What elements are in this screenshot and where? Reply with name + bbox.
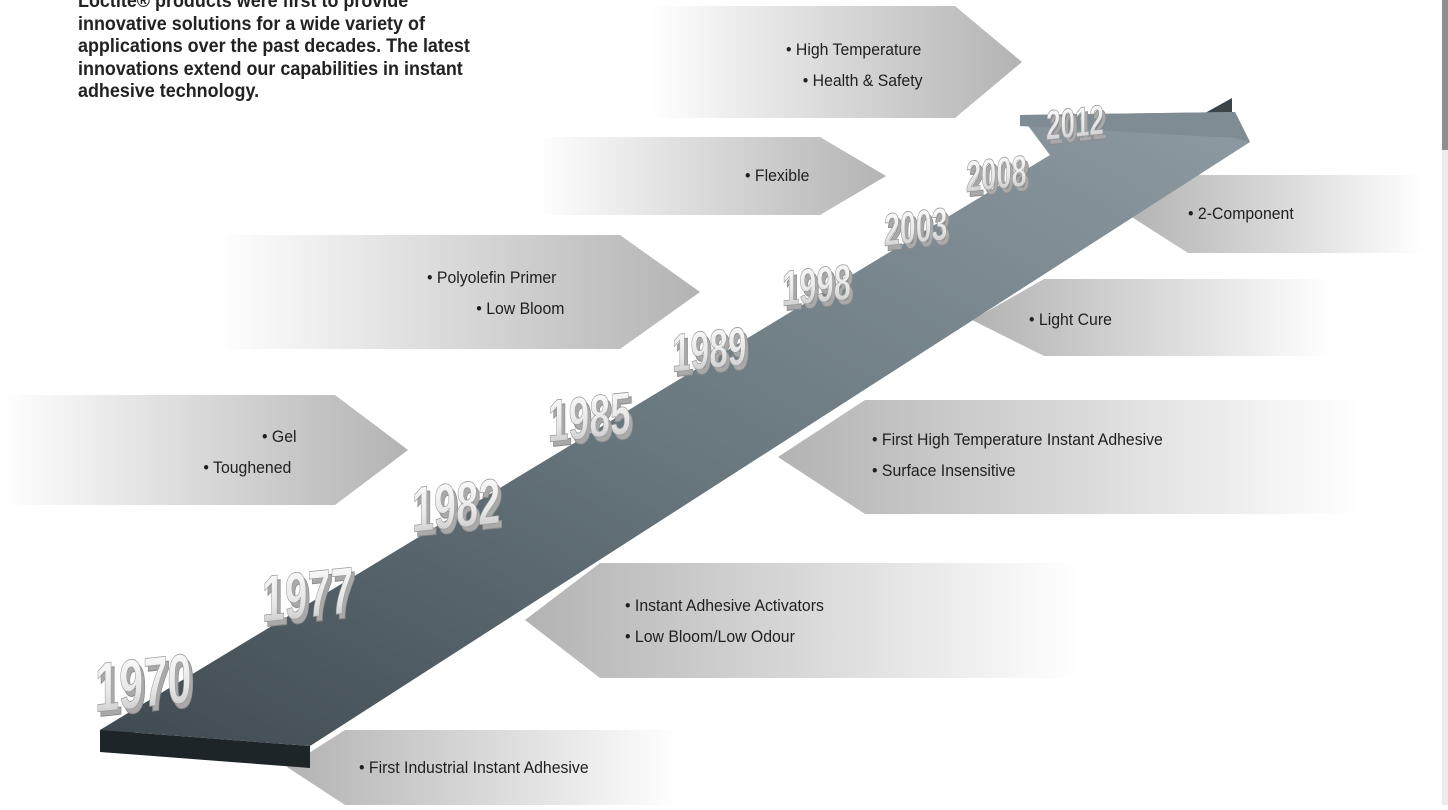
callout-1985-line-1: • First High Temperature Instant Adhesiv… [872, 430, 1163, 449]
year-1985-depth: 1985 [551, 384, 634, 460]
year-1998-label: 1998 [782, 253, 851, 317]
callout-1970-line-1: • First Industrial Instant Adhesive [359, 758, 589, 777]
callout-2012: • High Temperature • Health & Safety [786, 34, 923, 96]
year-2008-depth: 2008 [969, 151, 1030, 207]
year-1982-depth: 1982 [415, 471, 503, 551]
year-1977-label: 1977 [262, 552, 353, 636]
year-1970-label: 1970 [95, 639, 192, 727]
callout-1982-line-2: • Toughened [203, 458, 292, 477]
year-1989-label: 1989 [672, 315, 746, 384]
year-1970-depth: 1970 [98, 644, 195, 732]
year-1989-depth: 1989 [675, 320, 749, 389]
intro-paragraph: Loctite® products were first to provide … [78, 0, 470, 102]
callout-2008: • 2-Component [1188, 198, 1294, 229]
callout-arrow-2012 [650, 6, 1022, 118]
callout-arrow-1970 [287, 730, 680, 805]
callout-1982-line-1: • Gel [262, 427, 297, 446]
callout-2008-line-1: • 2-Component [1188, 204, 1294, 223]
callout-2003-line-1: • Flexible [745, 166, 810, 185]
callout-2003: • Flexible [745, 160, 809, 191]
callout-arrow-1982 [0, 395, 408, 505]
callout-1989-line-2: • Low Bloom [476, 299, 565, 318]
track-arrow-head [1020, 112, 1250, 142]
callout-1998-line-1: • Light Cure [1029, 310, 1112, 329]
callout-arrow-2003 [535, 137, 886, 215]
callout-1977: • Instant Adhesive Activators • Low Bloo… [625, 590, 824, 652]
track-front [100, 730, 310, 768]
callout-1982: • Gel • Toughened [203, 421, 297, 483]
track-top [100, 112, 1250, 746]
year-2008-label: 2008 [966, 146, 1027, 202]
scrollbar-thumb[interactable] [1442, 0, 1448, 150]
callout-2012-line-2: • Health & Safety [802, 71, 923, 90]
timeline-track [100, 98, 1250, 768]
callout-2012-line-1: • High Temperature [786, 40, 922, 59]
year-1982-label: 1982 [412, 466, 500, 546]
callout-1989: • Polyolefin Primer • Low Bloom [427, 262, 564, 324]
callout-1977-line-2: • Low Bloom/Low Odour [625, 627, 795, 646]
year-1998-depth: 1998 [785, 258, 854, 322]
callout-arrow-2008 [1127, 175, 1425, 253]
callout-1970: • First Industrial Instant Adhesive [359, 752, 589, 783]
year-2003-depth: 2003 [887, 203, 950, 261]
callout-1985-line-2: • Surface Insensitive [872, 461, 1016, 480]
year-2012-label: 2012 [1046, 97, 1104, 150]
callout-arrows [0, 6, 1425, 805]
callout-1977-line-1: • Instant Adhesive Activators [625, 596, 824, 615]
year-2003-label: 2003 [884, 199, 947, 257]
callout-1998: • Light Cure [1029, 304, 1112, 335]
callout-1985: • First High Temperature Instant Adhesiv… [872, 424, 1163, 486]
year-1977-depth: 1977 [265, 557, 356, 641]
scrollbar-track[interactable] [1442, 0, 1448, 805]
year-2012-depth: 2012 [1049, 101, 1107, 154]
callout-arrow-1998 [972, 279, 1333, 356]
callout-arrow-1989 [215, 235, 700, 349]
callout-arrow-1985 [778, 400, 1360, 514]
callout-1989-line-1: • Polyolefin Primer [427, 268, 557, 287]
callout-arrow-1977 [525, 563, 1080, 678]
year-1985-label: 1985 [548, 379, 631, 455]
